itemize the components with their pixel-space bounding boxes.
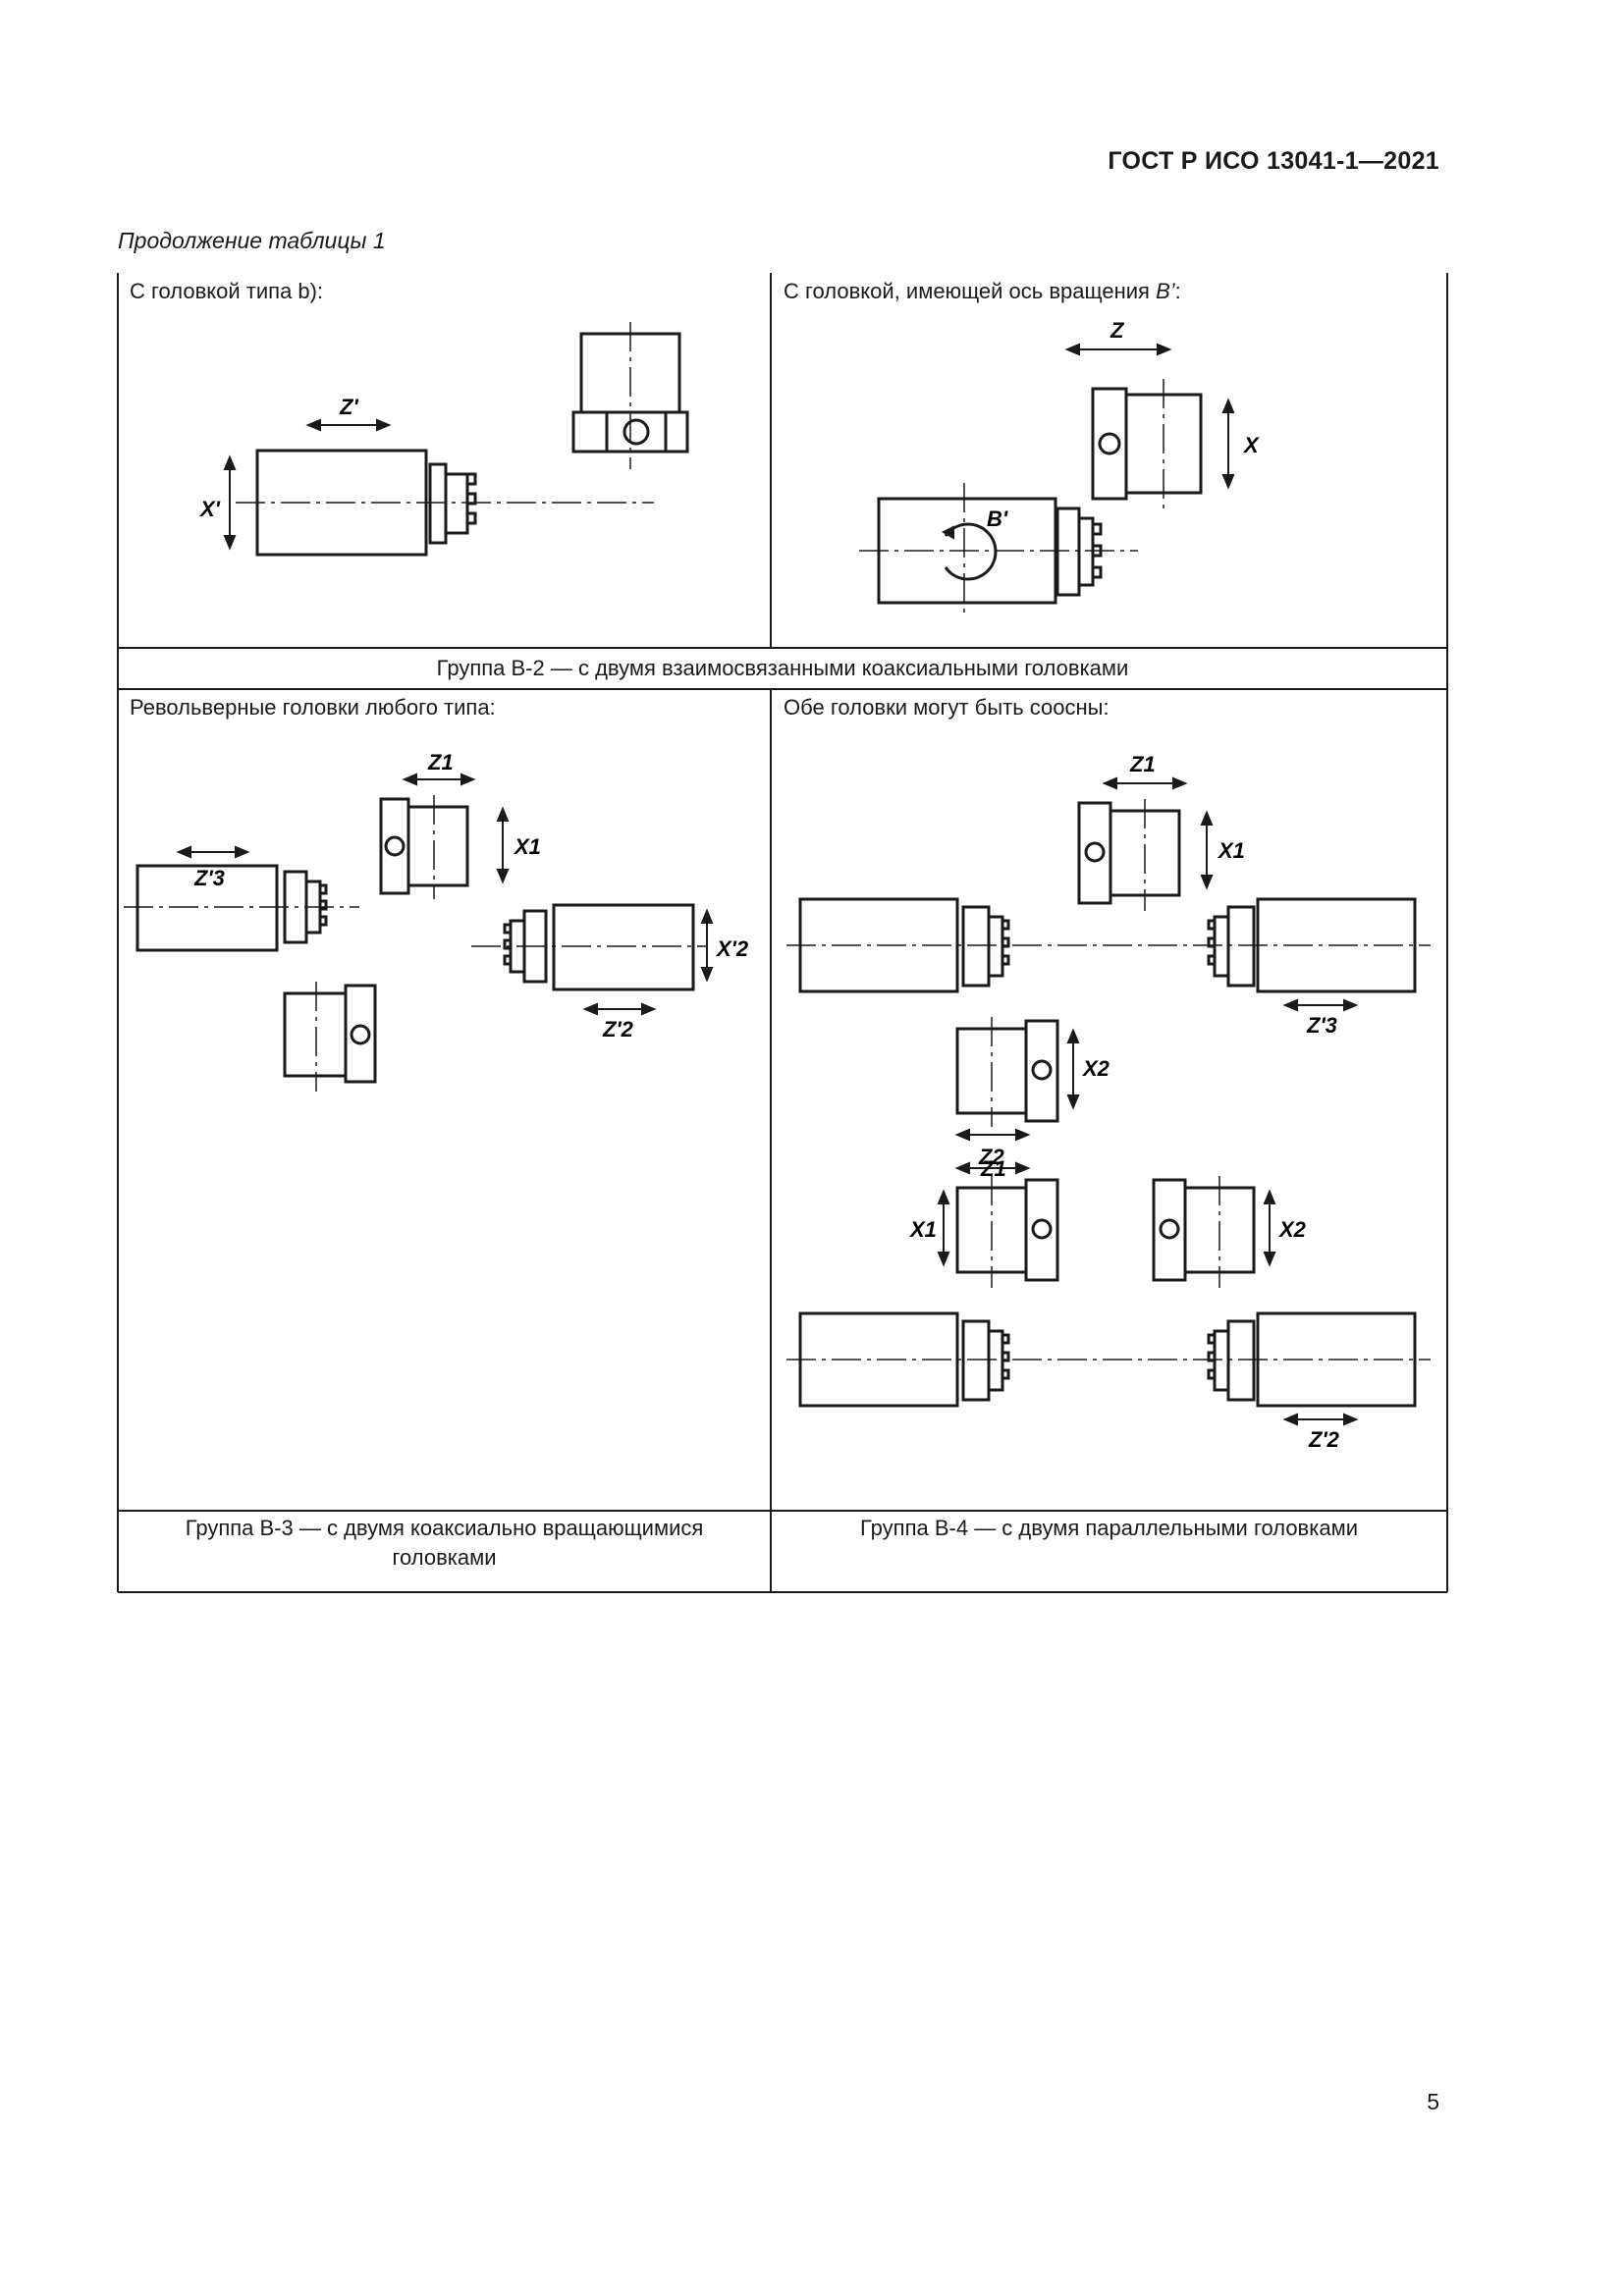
x2-axis-label: X'2 [715,936,749,961]
cell-caption-rotation-axis: С головкой, имеющей ось вращения B’: [784,277,1181,306]
table-1-continuation: С головкой типа b): С головкой, имеющей … [117,273,1448,1593]
lower-tool-head [283,991,348,1078]
z3-axis-label: Z'3 [1306,1013,1337,1038]
left-spindle [135,864,279,952]
page-number: 5 [1427,2089,1439,2114]
lower-z1-axis-label: Z1 [980,1156,1006,1181]
group-b2-caption: Группа В-2 — с двумя взаимосвязанными ко… [436,656,1129,680]
x1-axis-label: X1 [1217,838,1245,863]
z2-axis-label: Z2 [978,1145,1004,1169]
chuck [428,462,448,545]
upper-tool-head [406,805,469,887]
tool-head-turret [1091,387,1128,501]
axis-name: B’ [1156,279,1175,303]
right-spindle [552,903,695,991]
b-prime-axis-label: B' [987,507,1008,531]
cell-caption-coaxial: Обе головки могут быть соосны: [784,695,1110,720]
document-code: ГОСТ Р ИСО 13041-1—2021 [1108,147,1439,175]
z1-axis-label: Z1 [427,750,454,774]
chuck [1056,507,1081,597]
table-grid [117,273,1448,1593]
cell-caption-turret-any: Револьверные головки любого типа: [130,695,496,720]
caption-colon: : [1174,279,1181,303]
x-axis-label: X [1242,433,1260,457]
z3-axis-label: Z'3 [193,866,225,890]
chuck-body [444,472,469,535]
z-axis-label: Z [1110,318,1125,343]
caption-text: С головкой, имеющей ось вращения [784,279,1157,303]
lower-x2-axis-label: X2 [1277,1217,1307,1242]
group-b4-caption: Группа В-4 — с двумя параллельными голов… [860,1516,1358,1540]
table-continuation-label: Продолжение таблицы 1 [118,228,386,253]
drawing-rotation-axis-b: Z X B' [859,318,1260,618]
x1-axis-label: X1 [513,834,541,859]
drawing-head-type-b: Z' X' [198,322,689,557]
z2-axis-label: Z'2 [602,1017,634,1041]
drawing-coaxial-heads: Z1 X1 Z'3 X2 Z2 Z1 X1 X2 Z'2 [786,752,1431,1452]
x2-axis-label: X2 [1081,1056,1110,1081]
lower-z2-axis-label: Z'2 [1308,1427,1340,1452]
z1-axis-label: Z1 [1129,752,1156,776]
group-b3-caption: Группа В-3 — с двумя коаксиально вращающ… [185,1516,704,1570]
x-prime-axis-label: X' [198,497,221,521]
drawing-turret-heads: Z1 X1 Z'3 X'2 Z'2 [124,750,749,1092]
z-prime-axis-label: Z' [339,395,358,419]
cell-caption-head-type-b: С головкой типа b): [130,279,324,303]
lower-x1-axis-label: X1 [908,1217,937,1242]
